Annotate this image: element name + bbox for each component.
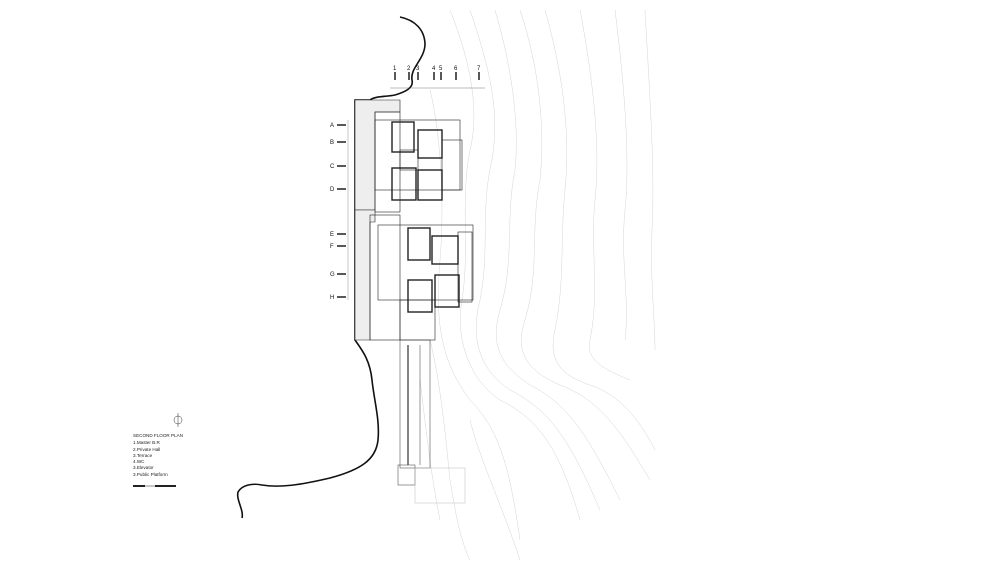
grid-row-label: D: [330, 187, 335, 193]
grid-row-label: E: [330, 232, 334, 238]
grid-row-label: A: [330, 123, 334, 129]
public-platform: [397, 339, 466, 504]
building-upper-block: [354, 99, 463, 213]
north-arrow-icon: [173, 413, 183, 427]
grid-col-label: 7: [477, 66, 481, 72]
plan-title: SECOND FLOOR PLAN: [133, 433, 184, 438]
grid-col-label: 6: [454, 66, 458, 72]
scale-bar: [133, 485, 176, 487]
grid-col-label: 4: [432, 66, 436, 72]
building-lower-block: [354, 209, 474, 341]
plan-legend: SECOND FLOOR PLAN 1.Master B.R 2.Private…: [133, 433, 183, 478]
grid-row-label: F: [330, 244, 334, 250]
grid-col-label: 1: [393, 66, 397, 72]
legend-item: 1.Master B.R: [133, 440, 160, 446]
legend-item: 2.Private Hall: [133, 446, 161, 452]
grid-row-label: B: [330, 140, 334, 146]
terrain-contours: [419, 9, 656, 561]
coastline: [236, 16, 426, 519]
grid-col-label: 2: [407, 66, 411, 72]
legend-item: 4.WC: [133, 459, 145, 465]
grid-row-label: H: [330, 295, 334, 301]
row-grid: [337, 120, 349, 300]
legend-item: 3.Terrace: [133, 452, 153, 458]
legend-item: 3.Public Platform: [133, 471, 168, 477]
grid-row-label: C: [330, 164, 335, 170]
grid-col-label: 5: [439, 66, 443, 72]
grid-row-label: G: [330, 272, 335, 278]
legend-item: 3.Elevator: [133, 465, 154, 471]
grid-col-label: 3: [416, 66, 420, 72]
column-grid: 1 2 3 4 5 6 7: [390, 66, 485, 89]
